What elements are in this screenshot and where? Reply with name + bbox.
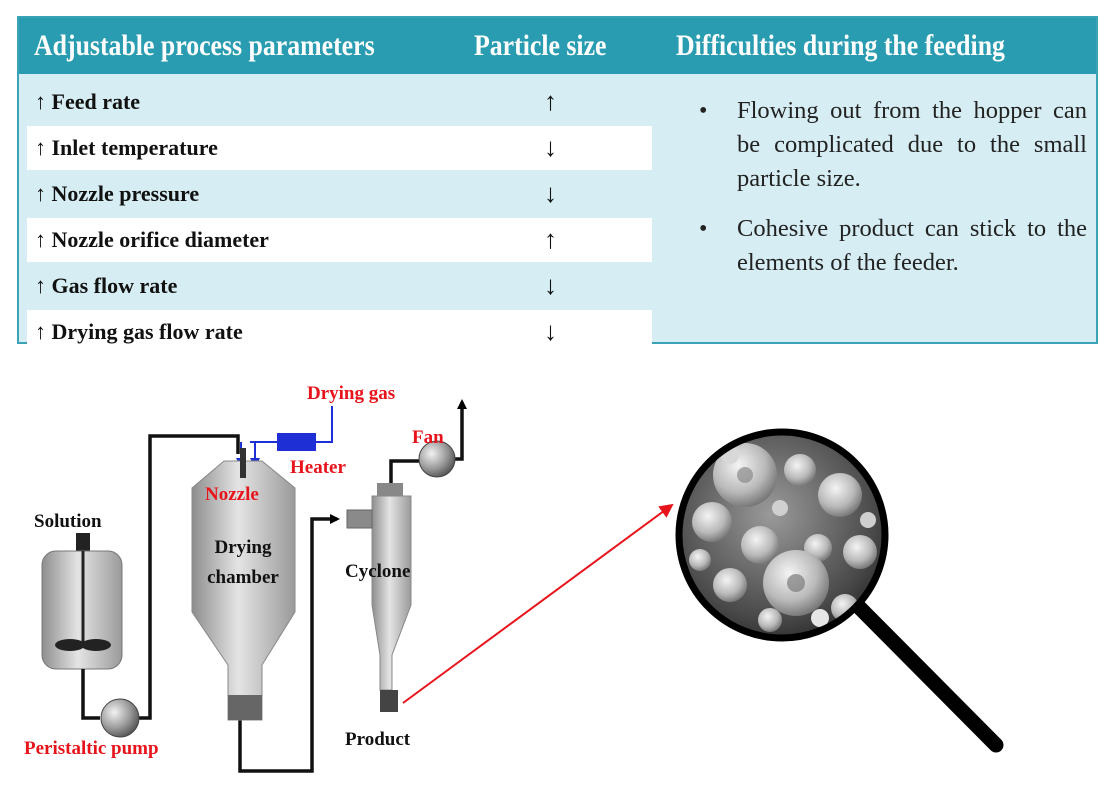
parameter-label: ↑ Inlet temperature <box>35 135 218 160</box>
stirrer-blade <box>55 639 85 651</box>
difficulty-item: Flowing out from the hopper can be compl… <box>687 94 1087 196</box>
tank-cap <box>76 533 90 551</box>
drying-chamber <box>191 448 296 721</box>
table-header: Adjustable process parameters Particle s… <box>19 18 1096 74</box>
heater <box>277 433 316 451</box>
parameter-rows: ↑ Feed rate ↑ ↑ Inlet temperature ↓ ↑ No… <box>27 80 652 356</box>
table-row: ↑ Drying gas flow rate ↓ <box>27 310 652 354</box>
magnifier-rim <box>675 428 889 642</box>
exhaust-line <box>454 399 467 461</box>
parameter-label: ↑ Nozzle orifice diameter <box>35 227 269 252</box>
gas-line-to-heater <box>316 406 333 443</box>
header-difficulties: Difficulties during the feeding <box>676 29 1005 62</box>
particle-size-arrow: ↓ <box>544 133 557 162</box>
parameter-label: ↑ Drying gas flow rate <box>35 319 243 344</box>
cyclone-body <box>371 495 412 691</box>
product-collector <box>380 690 398 712</box>
cyclone-top-outlet <box>377 483 403 496</box>
particle-size-arrow: ↑ <box>544 87 557 116</box>
label-solution: Solution <box>34 511 102 532</box>
difficulty-item: Cohesive product can stick to the elemen… <box>687 212 1087 280</box>
stirrer-blade <box>81 639 111 651</box>
cyclone-inlet <box>346 509 373 529</box>
table-row: ↑ Gas flow rate ↓ <box>27 264 652 308</box>
label-drying-gas: Drying gas <box>307 383 395 404</box>
chamber-body <box>191 460 296 721</box>
tube-tank-to-pump <box>81 669 100 720</box>
parameter-label: ↑ Gas flow rate <box>35 273 178 298</box>
process-parameter-table: Adjustable process parameters Particle s… <box>17 16 1098 354</box>
particle-size-arrow: ↑ <box>544 225 557 254</box>
label-heater: Heater <box>290 457 346 478</box>
magnifying-glass-icon <box>675 428 1004 753</box>
nozzle <box>240 448 246 478</box>
particle-size-arrow: ↓ <box>544 271 557 300</box>
label-product: Product <box>345 729 411 750</box>
header-particle-size: Particle size <box>474 29 607 62</box>
table-row: ↑ Inlet temperature ↓ <box>27 126 652 170</box>
feed-tubing <box>81 399 467 773</box>
parameter-label: ↑ Nozzle pressure <box>35 181 200 206</box>
label-fan: Fan <box>412 427 444 448</box>
solution-tank <box>41 533 123 670</box>
parameter-label: ↑ Feed rate <box>35 89 141 114</box>
label-drying-chamber-line1: Drying <box>215 537 273 558</box>
tube-chamber-to-cyclone <box>238 514 340 773</box>
table-row: ↑ Nozzle orifice diameter ↑ <box>27 218 652 262</box>
table-row: ↑ Nozzle pressure ↓ <box>27 172 652 216</box>
chamber-outlet <box>228 695 262 720</box>
sem-micrograph <box>679 432 885 638</box>
peristaltic-pump <box>100 698 140 738</box>
cyclone <box>346 483 412 712</box>
product-pointer-arrow <box>402 503 674 704</box>
label-peristaltic-pump: Peristaltic pump <box>24 738 159 759</box>
tube-cyclone-to-fan <box>389 459 422 483</box>
fan <box>418 440 456 478</box>
table-row: ↑ Feed rate ↑ <box>27 80 652 124</box>
label-nozzle: Nozzle <box>205 484 259 505</box>
magnifier-handle <box>847 595 1004 753</box>
difficulties-list: Flowing out from the hopper can be compl… <box>687 94 1087 296</box>
particle-size-arrow: ↓ <box>544 179 557 208</box>
label-cyclone: Cyclone <box>345 561 410 582</box>
particle-size-arrow: ↓ <box>544 317 557 346</box>
label-drying-chamber-line2: chamber <box>207 567 279 588</box>
tube-pump-to-nozzle <box>138 434 240 720</box>
header-parameters: Adjustable process parameters <box>34 29 375 62</box>
